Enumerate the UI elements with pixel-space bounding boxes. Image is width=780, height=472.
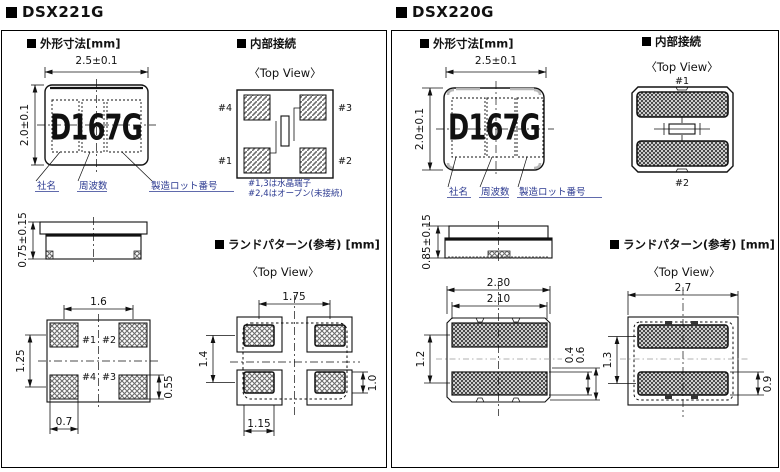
crystal-symbol: [654, 117, 710, 141]
marking-label-lot: 製造ロット番号: [519, 186, 586, 198]
pad-pitch-x-dimension: 1.6: [90, 296, 107, 308]
internal-note-1: #1,3は水晶端子: [248, 178, 312, 189]
top-view-label: 〈Top View〉: [248, 66, 321, 80]
land-pad-width-dimension: 1.15: [247, 418, 270, 430]
section-bullet-icon: [610, 240, 619, 249]
pin1-label: #1: [675, 76, 689, 87]
marking-label-company: 社名: [37, 180, 56, 192]
bottom-pad3-label: #3: [102, 372, 116, 383]
outline-section-header: 外形寸法[mm]: [420, 37, 513, 51]
marking-label-frequency: 周波数: [79, 180, 108, 192]
package-top-view: 2.5±0.1 D167G 2.0±0.1 社名 周波数 製造ロット番号: [414, 55, 602, 198]
package-bottom-view: 2.30 2.10 1.2 0.4 0.6: [415, 277, 600, 416]
edge-dimension: 0.6: [575, 346, 587, 363]
title-bullet-icon: [396, 6, 407, 18]
package-marking: D167G: [50, 108, 142, 149]
pin1-label: #1: [218, 156, 232, 167]
title-bullet-icon: [6, 6, 17, 18]
outline-section-header: 外形寸法[mm]: [27, 37, 120, 51]
height-dimension: 2.0±0.1: [414, 108, 426, 150]
package-top-view: 2.5±0.1 D167G 2.0±0.1 社名 周波数 製造ロット番号: [19, 55, 234, 192]
dsx220g-panel: 外形寸法[mm] 内部接続 2.5±0.1 D167G 2.0±0.1 社名 周…: [391, 30, 779, 468]
marking-label-company: 社名: [449, 186, 468, 198]
marking-label-frequency: 周波数: [481, 186, 510, 198]
internal-connection-view: 〈Top View〉 #1 #2: [631, 60, 734, 189]
internal-section-header: 内部接続: [237, 37, 296, 51]
pad-pitch-y-dimension: 1.25: [15, 349, 27, 372]
panel-title-dsx220g: DSX220G: [396, 3, 494, 21]
thickness-dimension: 0.85±0.15: [421, 214, 433, 270]
section-bullet-icon: [215, 240, 224, 249]
crystal-symbol: [270, 107, 300, 154]
land-pattern-view: 〈Top View〉 1.75 1.4 1.15 1.0: [198, 265, 379, 436]
width-dimension: 2.5±0.1: [475, 55, 517, 67]
pad-height-dimension: 0.4: [564, 346, 576, 363]
pad-pitch-y-dimension: 1.2: [415, 351, 427, 368]
land-pad-height-dimension: 1.0: [367, 375, 379, 392]
land-header-label: ランドパターン(参考) [mm]: [228, 238, 380, 252]
internal-connection-view: 〈Top View〉 #4 #3 #1 #2 #1,3は水晶端子 #2,4はオー…: [218, 66, 352, 199]
top-view-label: 〈Top View〉: [246, 265, 319, 279]
land-pitch-x-dimension: 1.75: [282, 291, 305, 303]
internal-note-2: #2,4はオープン(未接続): [248, 188, 343, 199]
package-side-view: 0.75±0.15: [17, 212, 148, 268]
bottom-pad4-label: #4: [82, 372, 96, 383]
width-dimension: 2.5±0.1: [75, 55, 117, 67]
model-name: DSX221G: [22, 3, 104, 21]
package-marking: D167G: [448, 108, 540, 149]
land-pad-height-dimension: 0.9: [762, 376, 774, 393]
height-dimension: 2.0±0.1: [19, 104, 31, 146]
marking-label-lot: 製造ロット番号: [151, 180, 218, 192]
top-view-label: 〈Top View〉: [647, 265, 720, 279]
internal-section-header: 内部接続: [642, 35, 701, 49]
pin2-label: #2: [338, 156, 352, 167]
outline-header-label: 外形寸法[mm]: [432, 37, 513, 51]
model-name: DSX220G: [412, 3, 494, 21]
thickness-dimension: 0.75±0.15: [17, 212, 29, 268]
section-bullet-icon: [27, 39, 36, 48]
land-header-label: ランドパターン(参考) [mm]: [623, 238, 775, 252]
dsx221g-panel: 外形寸法[mm] 内部接続 2.5±0.1 D167G 2.0±0.1 社名 周…: [1, 30, 387, 468]
pad-width-dimension: 0.7: [56, 416, 73, 428]
package-bottom-view: #1 #2 #4 #3 1.6 1.25 0.55 0.7: [15, 296, 175, 434]
section-bullet-icon: [237, 39, 246, 48]
internal-header-label: 内部接続: [655, 35, 701, 49]
panel-title-dsx221g: DSX221G: [6, 3, 104, 21]
land-pattern-section-header: ランドパターン(参考) [mm]: [215, 238, 380, 252]
land-pitch-y-dimension: 1.4: [198, 350, 210, 367]
dsx220g-drawing: 外形寸法[mm] 内部接続 2.5±0.1 D167G 2.0±0.1 社名 周…: [414, 35, 775, 417]
outline-header-label: 外形寸法[mm]: [39, 37, 120, 51]
top-view-label: 〈Top View〉: [645, 60, 718, 74]
land-pattern-section-header: ランドパターン(参考) [mm]: [610, 238, 775, 252]
section-bullet-icon: [642, 37, 651, 46]
pin3-label: #3: [338, 103, 352, 114]
dsx221g-drawing: 外形寸法[mm] 内部接続 2.5±0.1 D167G 2.0±0.1 社名 周…: [15, 37, 380, 436]
pin2-label: #2: [675, 178, 689, 189]
pad-height-dimension: 0.55: [163, 375, 175, 398]
package-side-view: 0.85±0.15: [421, 214, 553, 270]
bottom-pad1-label: #1: [82, 335, 96, 346]
land-pitch-y-dimension: 1.3: [602, 352, 614, 369]
section-bullet-icon: [420, 39, 429, 48]
land-pattern-view: 〈Top View〉 2.7 1.3 0.9: [602, 265, 774, 417]
pin4-label: #4: [218, 103, 232, 114]
internal-header-label: 内部接続: [250, 37, 296, 51]
bottom-pad2-label: #2: [102, 335, 116, 346]
